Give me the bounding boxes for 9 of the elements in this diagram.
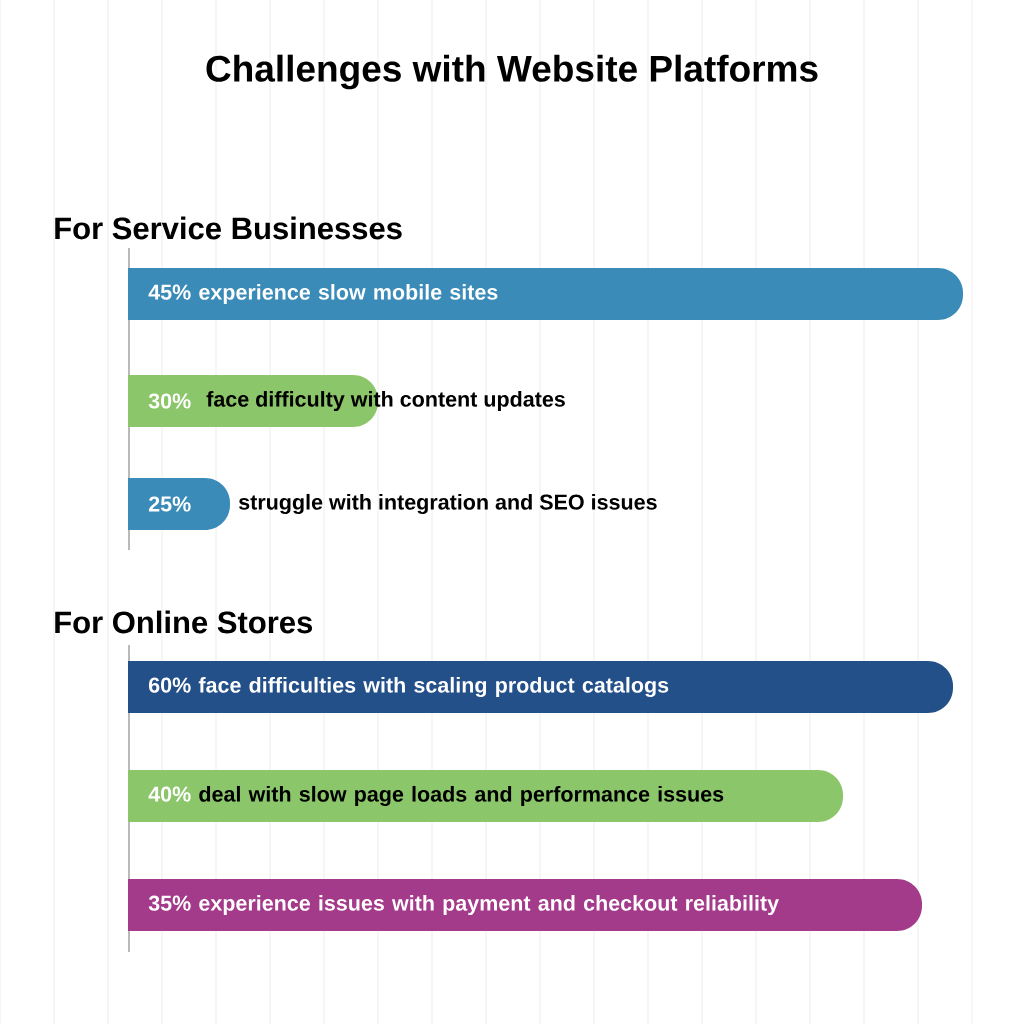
bar: 25% bbox=[128, 478, 230, 530]
bar: 60% face difficulties with scaling product catalogs bbox=[128, 661, 953, 713]
bar: 45% experience slow mobile sites bbox=[128, 268, 963, 320]
section-heading: For Service Businesses bbox=[55, 216, 402, 240]
bar: 35% experience issues with payment and checkout reliability bbox=[128, 879, 922, 931]
title: Challenges with Website Platforms bbox=[206, 54, 818, 90]
bar-caption: struggle with integration and SEO issues bbox=[238, 493, 657, 515]
bar: 40% deal with slow page loads and performance issues bbox=[128, 770, 843, 822]
section-heading: For Online Stores bbox=[55, 610, 312, 634]
